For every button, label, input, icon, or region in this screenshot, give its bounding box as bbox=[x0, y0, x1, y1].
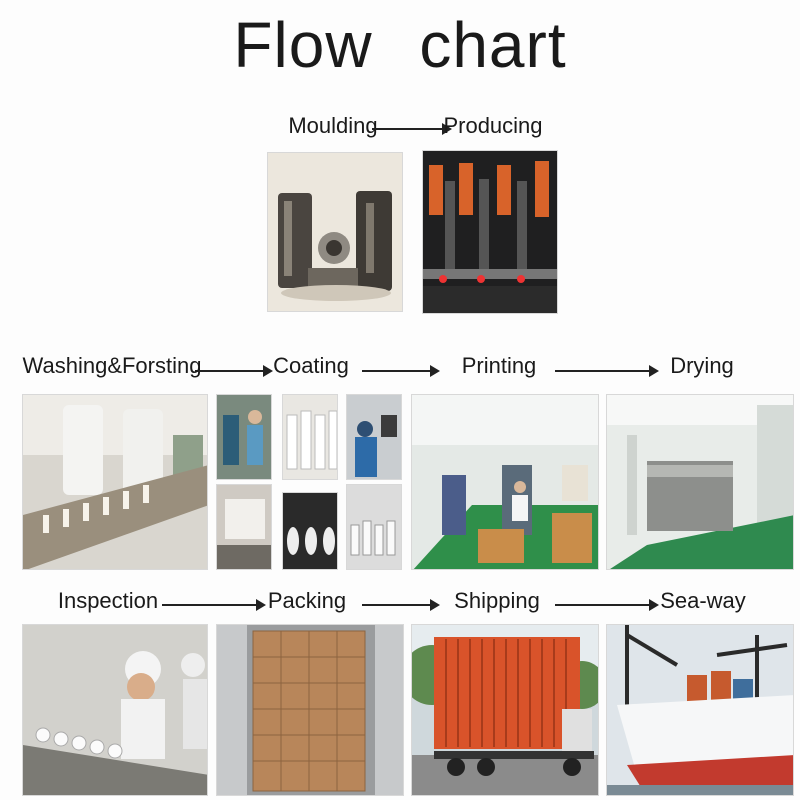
arrow-coating-to-printing bbox=[362, 365, 440, 377]
drying-photo bbox=[606, 394, 794, 570]
washing-photo bbox=[22, 394, 208, 570]
coating-photo-5 bbox=[282, 492, 338, 570]
coating-photo-2 bbox=[282, 394, 338, 480]
coating-photo-4 bbox=[216, 484, 272, 570]
arrow-printing-to-drying bbox=[555, 365, 659, 377]
step-label-moulding: Moulding bbox=[288, 113, 378, 138]
coating-photo-6 bbox=[346, 484, 402, 570]
inspection-photo bbox=[22, 624, 208, 796]
arrow-washing-to-coating bbox=[195, 365, 273, 377]
step-label-washing: Washing&Forsting bbox=[22, 353, 202, 378]
producing-photo bbox=[422, 150, 558, 314]
arrow-moulding-to-producing bbox=[372, 123, 452, 135]
step-label-producing: Producing bbox=[443, 113, 543, 138]
printing-photo bbox=[411, 394, 599, 570]
arrow-shipping-to-seaway bbox=[555, 599, 659, 611]
coating-photo-1 bbox=[216, 394, 272, 480]
step-label-drying: Drying bbox=[670, 353, 734, 378]
arrow-packing-to-shipping bbox=[362, 599, 440, 611]
step-label-inspection: Inspection bbox=[57, 588, 159, 613]
moulding-photo bbox=[267, 152, 403, 312]
step-label-coating: Coating bbox=[273, 353, 349, 378]
step-label-printing: Printing bbox=[461, 353, 537, 378]
step-label-packing: Packing bbox=[267, 588, 347, 613]
step-label-seaway: Sea-way bbox=[660, 588, 746, 613]
packing-photo bbox=[216, 624, 404, 796]
arrow-inspection-to-packing bbox=[162, 599, 266, 611]
step-label-shipping: Shipping bbox=[454, 588, 540, 613]
coating-photo-3 bbox=[346, 394, 402, 480]
page-title: Flow chart bbox=[233, 9, 567, 81]
shipping-photo bbox=[411, 624, 599, 796]
seaway-photo bbox=[606, 624, 794, 796]
